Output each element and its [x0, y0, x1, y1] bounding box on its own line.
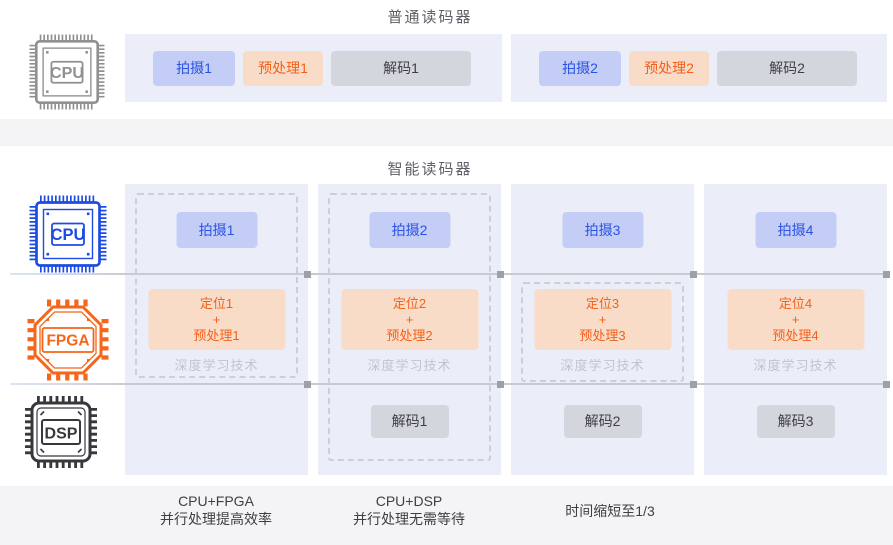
- decode-step: 解码2: [717, 50, 857, 86]
- rail-marker: [497, 381, 504, 388]
- chip-label: DSP: [45, 426, 78, 443]
- locate-preprocess-step: 定位3 + 预处理3: [534, 289, 671, 350]
- chip-label: FPGA: [46, 333, 89, 350]
- caption-time-saving: 时间缩短至1/3: [500, 502, 720, 520]
- cpu-timeline-cycle-1: 拍摄1 预处理1 解码1: [125, 34, 502, 102]
- group-box-cpu-fpga: [135, 193, 298, 378]
- preprocess-label: 预处理4: [772, 327, 819, 343]
- rail-marker: [690, 271, 697, 278]
- decode-step: 解码1: [370, 405, 449, 438]
- capture-step: 拍摄4: [755, 212, 836, 248]
- capture-step: 拍摄1: [153, 50, 235, 86]
- cpu-fpga-divider-line: [10, 273, 887, 275]
- preprocess-step: 预处理2: [629, 50, 709, 86]
- decode-step: 解码3: [756, 405, 835, 438]
- smart-reader-title: 智能读码器: [387, 161, 473, 178]
- pipeline-column-2: 拍摄2 定位2 + 预处理2 深度学习技术 解码1: [318, 184, 501, 475]
- plus-sign: +: [598, 311, 607, 327]
- normal-reader-title: 普通读码器: [387, 9, 473, 26]
- cpu-chip-icon: CPU: [29, 34, 105, 110]
- chip-label: CPU: [50, 64, 84, 82]
- fpga-dsp-divider-line: [10, 383, 887, 385]
- capture-step: 拍摄3: [562, 212, 643, 248]
- caption-line: 并行处理无需等待: [353, 511, 465, 527]
- caption-line: 并行处理提高效率: [160, 511, 272, 527]
- capture-step: 拍摄1: [176, 212, 257, 248]
- locate-label: 定位3: [585, 295, 620, 311]
- section-divider-strip: [0, 119, 893, 146]
- rail-marker: [883, 381, 890, 388]
- locate-preprocess-step: 定位1 + 预处理1: [148, 289, 285, 350]
- decode-step: 解码1: [331, 50, 471, 86]
- rail-marker: [304, 381, 311, 388]
- capture-step: 拍摄2: [539, 50, 621, 86]
- rail-marker: [690, 381, 697, 388]
- deep-learning-note: 深度学习技术: [753, 358, 838, 373]
- caption-line: CPU+FPGA: [178, 493, 254, 509]
- locate-label: 定位1: [199, 295, 234, 311]
- chip-label: CPU: [51, 226, 86, 244]
- pipeline-column-4: 拍摄4 定位4 + 预处理4 深度学习技术 解码3: [704, 184, 887, 475]
- fpga-chip-icon: FPGA: [27, 299, 109, 381]
- preprocess-label: 预处理2: [386, 327, 433, 343]
- deep-learning-note: 深度学习技术: [367, 358, 452, 373]
- group-box-fpga: [521, 282, 684, 382]
- plus-sign: +: [405, 311, 414, 327]
- locate-label: 定位4: [778, 295, 813, 311]
- rail-marker: [304, 271, 311, 278]
- caption-cpu-dsp: CPU+DSP 并行处理无需等待: [299, 492, 519, 528]
- rail-marker: [497, 271, 504, 278]
- cpu-chip-icon: CPU: [29, 195, 107, 273]
- preprocess-step: 预处理1: [243, 50, 323, 86]
- caption-line: CPU+DSP: [375, 493, 443, 509]
- pipeline-column-3: 拍摄3 定位3 + 预处理3 深度学习技术 解码2: [511, 184, 694, 475]
- pipeline-column-1: 拍摄1 定位1 + 预处理1 深度学习技术: [125, 184, 308, 475]
- locate-label: 定位2: [392, 295, 427, 311]
- dsp-chip-icon: DSP: [25, 396, 97, 468]
- capture-step: 拍摄2: [369, 212, 450, 248]
- footer-strip: [0, 486, 893, 545]
- deep-learning-note: 深度学习技术: [174, 358, 259, 373]
- locate-preprocess-step: 定位4 + 预处理4: [727, 289, 864, 350]
- preprocess-label: 预处理3: [579, 327, 626, 343]
- rail-marker: [883, 271, 890, 278]
- cpu-timeline-cycle-2: 拍摄2 预处理2 解码2: [511, 34, 887, 102]
- preprocess-label: 预处理1: [193, 327, 240, 343]
- plus-sign: +: [791, 311, 800, 327]
- locate-preprocess-step: 定位2 + 预处理2: [341, 289, 478, 350]
- caption-line: 时间缩短至1/3: [565, 503, 655, 519]
- decode-step: 解码2: [563, 405, 642, 438]
- plus-sign: +: [212, 311, 221, 327]
- caption-cpu-fpga: CPU+FPGA 并行处理提高效率: [106, 492, 326, 528]
- group-box-cpu-dsp: [328, 193, 491, 461]
- deep-learning-note: 深度学习技术: [560, 358, 645, 373]
